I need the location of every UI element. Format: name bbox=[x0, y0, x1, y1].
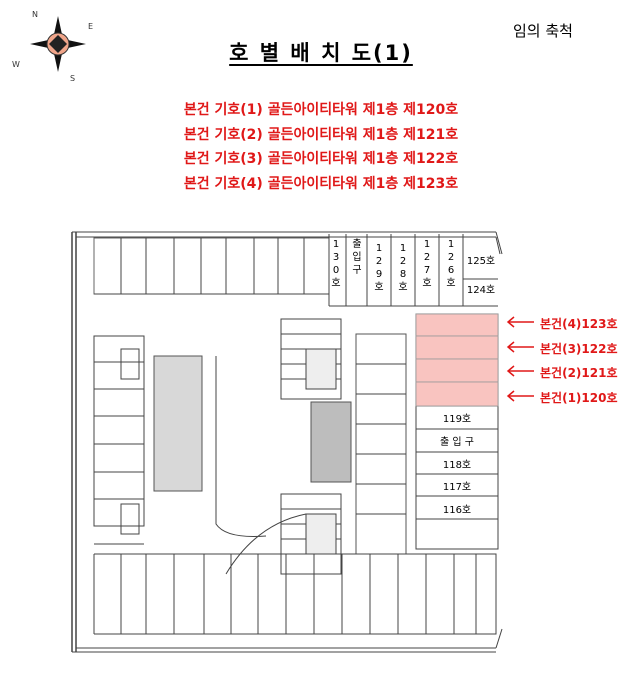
unit-line-4: 본건 기호(4) 골든아이티타워 제1층 제123호 bbox=[183, 175, 459, 192]
compass-west-label: W bbox=[12, 60, 20, 69]
label-119: 119호 bbox=[442, 414, 472, 425]
compass-rose-icon bbox=[30, 16, 86, 72]
floor-plan-drawing bbox=[71, 231, 503, 653]
highlighted-units bbox=[415, 313, 499, 407]
callout-123: 본건(4)123호 bbox=[540, 317, 618, 331]
unit-line-2: 본건 기호(2) 골든아이티타워 제1층 제121호 bbox=[183, 126, 459, 143]
unit-line-1: 본건 기호(1) 골든아이티타워 제1층 제120호 bbox=[183, 102, 459, 118]
label-117: 117호 bbox=[442, 482, 472, 493]
scale-note: 임의 축척 bbox=[513, 22, 573, 40]
compass: N E S W bbox=[12, 8, 94, 83]
label-118: 118호 bbox=[442, 460, 472, 471]
callout-122: 본건(3)122호 bbox=[540, 342, 618, 356]
label-entrance-right: 출 입 구 bbox=[440, 437, 474, 448]
callout-121: 본건(2)121호 bbox=[540, 366, 618, 380]
label-125: 125호 bbox=[466, 256, 496, 267]
unit-line-3: 본건 기호(3) 골든아이티타워 제1층 제122호 bbox=[183, 151, 459, 167]
units-list: 본건 기호(1) 골든아이티타워 제1층 제120호 본건 기호(2) 골든아이… bbox=[0, 98, 642, 196]
callout-arrows bbox=[506, 316, 534, 402]
unit-121-highlight bbox=[415, 358, 499, 383]
unit-123-highlight bbox=[415, 313, 499, 337]
page-title-text: 호 별 배 치 도(1) bbox=[229, 41, 413, 65]
compass-east-label: E bbox=[88, 22, 94, 31]
label-116: 116호 bbox=[442, 505, 472, 516]
compass-north-label: N bbox=[32, 10, 38, 19]
callout-120: 본건(1)120호 bbox=[540, 391, 618, 405]
unit-122-highlight bbox=[415, 335, 499, 360]
compass-south-label: S bbox=[70, 74, 76, 83]
label-124: 124호 bbox=[466, 285, 496, 296]
unit-120-highlight bbox=[415, 381, 499, 407]
page-title: 호 별 배 치 도(1) bbox=[0, 37, 642, 67]
